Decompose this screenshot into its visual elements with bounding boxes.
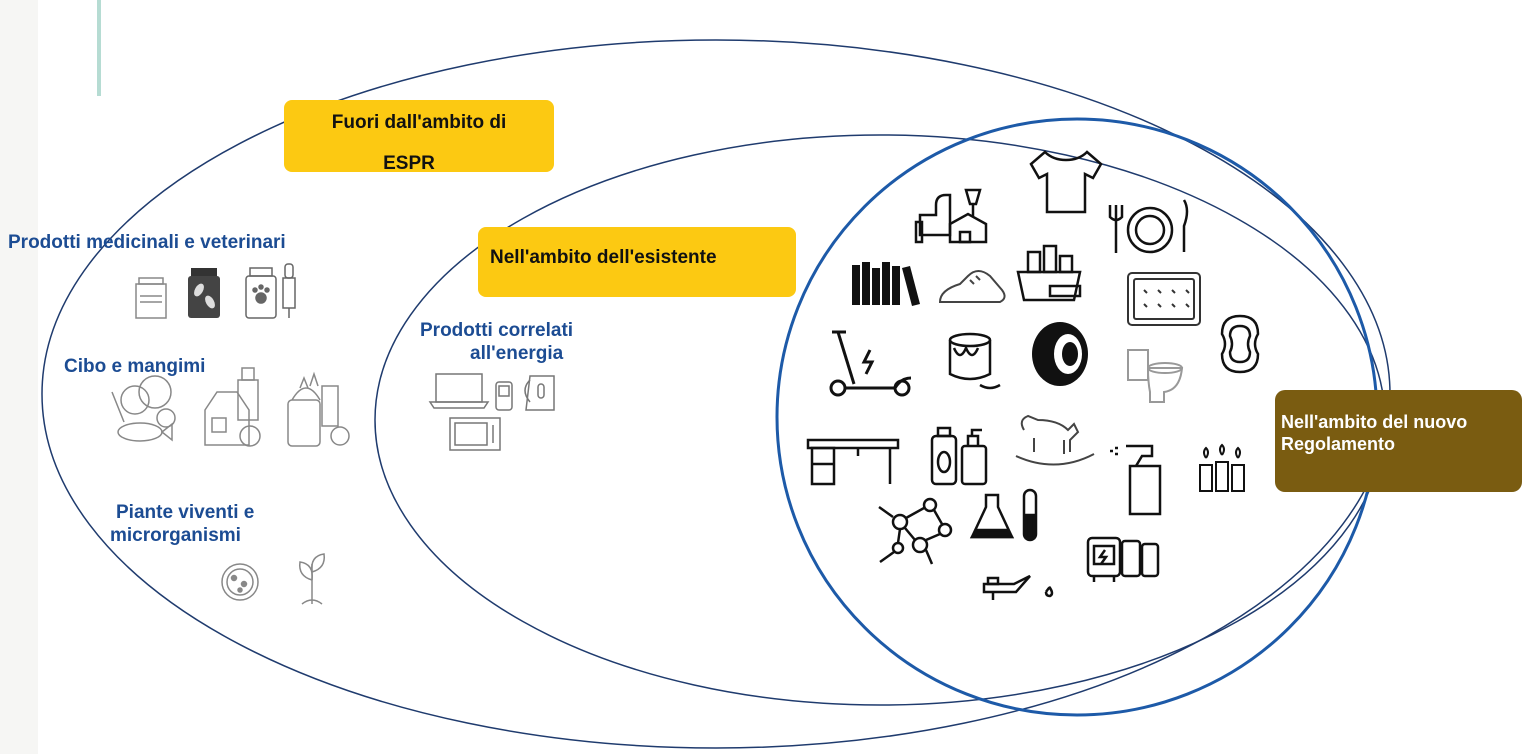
oil-can-icon [982,574,1054,600]
candles-icon [1199,443,1245,492]
dropper-icon [282,263,296,318]
category-energy-line2: all'energia [470,342,564,364]
sanitary-pad-icon [1220,314,1260,374]
chemicals-molecule-icon [878,497,953,565]
e-scooter-icon [829,330,912,397]
phone-icon [495,381,513,411]
pill-bottle-icon [135,277,167,319]
vegetables-fish-icon [111,375,176,442]
mattress-icon [1127,272,1201,326]
cleaning-products-icon [1016,244,1082,302]
paint-can-icon [948,332,1001,390]
kettle-icon [524,375,555,411]
category-plants-line2: microrganismi [110,524,241,546]
out-of-scope-box: Fuori dall'ambito di ESPR [284,100,554,174]
tableware-icon [1108,199,1189,254]
petri-dish-icon [221,563,259,601]
seedling-icon [299,553,325,605]
furniture-icon [914,188,988,244]
rocking-horse-icon [1015,414,1095,466]
shoe-icon [938,270,1006,303]
category-plants-line1: Piante viventi e [116,502,255,523]
outer-ellipse [41,39,1391,749]
out-of-scope-title: Fuori dall'ambito di [331,112,507,133]
category-energy-line1: Prodotti correlati [420,320,574,341]
milk-carton-icon [204,367,261,447]
spray-bottle-icon [1110,444,1162,516]
middle-ellipse [374,134,1386,706]
books-icon [852,262,920,306]
category-plants-label: Piante viventi e microrganismi [110,502,254,548]
pill-jar-icon [188,268,220,318]
lab-flask-icon [969,488,1038,542]
desk-icon [806,438,900,486]
accent-bar [97,0,101,96]
microwave-icon [449,417,501,451]
toilet-icon [1127,349,1184,403]
laptop-icon [428,373,490,409]
tyre-icon [1032,322,1088,386]
category-medicinal-label: Prodotti medicinali e veterinari [8,232,286,253]
new-regulation-box: Nell'ambito del nuovo Regolamento [1275,390,1522,492]
left-margin-strip [0,0,38,754]
new-regulation-subtitle: Regolamento [1281,433,1396,454]
category-food-label: Cibo e mangimi [64,356,206,377]
bus-icon [1086,536,1160,582]
category-energy-label: Prodotti correlati all'energia [420,320,573,366]
out-of-scope-subtitle: ESPR [383,152,435,174]
pet-medicine-icon [245,267,277,319]
existing-scope-box: Nell'ambito dell'esistente [478,227,796,297]
cosmetics-icon [930,426,988,486]
existing-scope-title: Nell'ambito dell'esistente [490,247,717,268]
new-regulation-title: Nell'ambito del nuovo [1281,412,1468,432]
tshirt-icon [1029,150,1103,214]
groceries-icon [287,371,350,447]
